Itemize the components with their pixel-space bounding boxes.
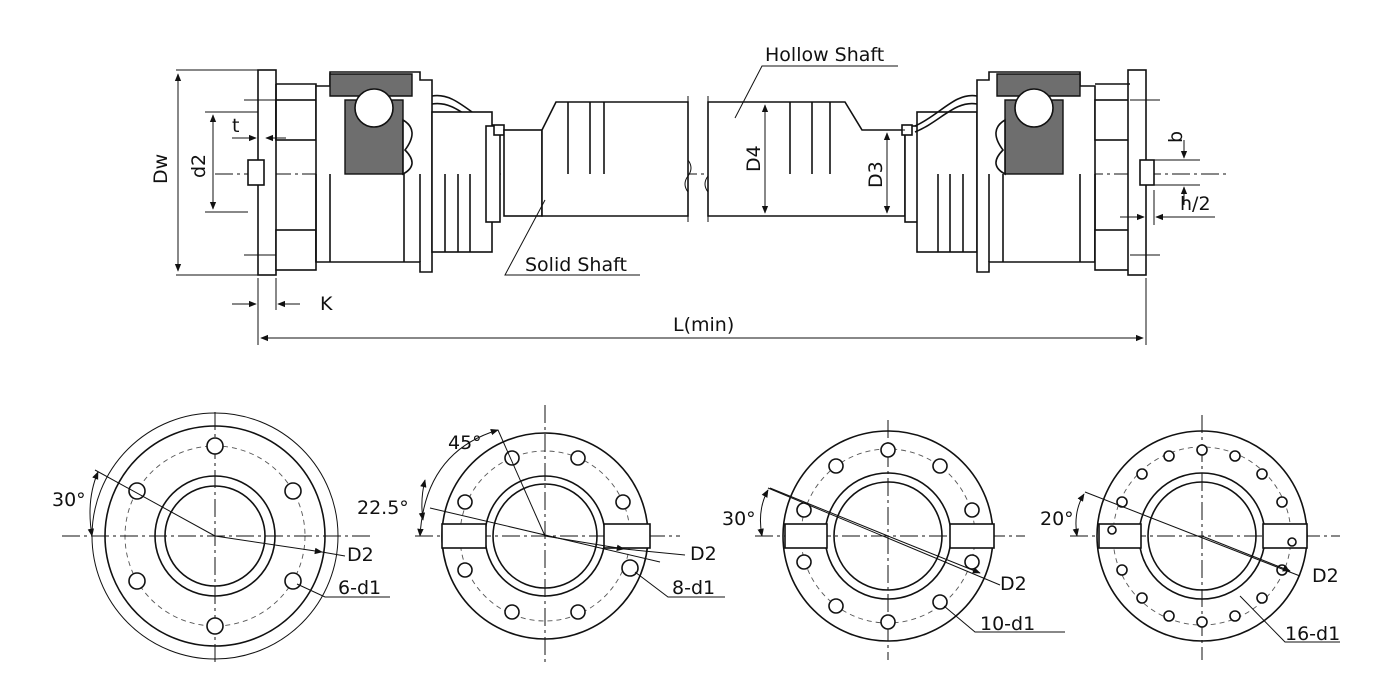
flange-2-right-key: [603, 523, 651, 549]
flange-4-right-key: [1262, 523, 1308, 549]
right-cross-bearing: [1014, 88, 1054, 128]
flange-4-left-key: [1098, 523, 1142, 549]
bolt-hole: [284, 572, 302, 590]
bolt-hole: [206, 617, 224, 635]
flange-1-diameter: D2: [347, 544, 374, 566]
flange-2-angle: 22.5°: [357, 497, 409, 519]
solid-shaft-label: Solid Shaft: [525, 254, 627, 276]
flange-2-holes: [457, 450, 639, 620]
hollow-shaft-leader: [734, 65, 898, 119]
bolt-hole: [457, 494, 473, 510]
bolt-hole: [570, 604, 586, 620]
dw-label: Dw: [150, 154, 172, 184]
shaft-diameter-dimensions: [761, 104, 905, 214]
bolt-hole: [1116, 496, 1128, 508]
flange-3-right-key: [949, 523, 995, 549]
left-yoke: [315, 71, 496, 273]
flange-1-angle: 30°: [52, 489, 86, 511]
right-key: [1139, 159, 1155, 186]
bolt-hole: [880, 442, 896, 458]
bolt-hole: [1163, 610, 1175, 622]
bolt-hole: [880, 614, 896, 630]
bolt-hole: [964, 554, 980, 570]
flange-4-diameter: D2: [1312, 565, 1339, 587]
flange-1-holes: [128, 437, 302, 635]
bolt-hole: [284, 482, 302, 500]
left-dimensions: [174, 69, 300, 345]
bolt-hole: [1229, 450, 1241, 462]
side-view: Hollow Shaft Solid Shaft Dw d2 t K L(min…: [150, 44, 1230, 345]
flange-3-holes-label: 10-d1: [980, 613, 1035, 635]
flange-3-holes: [796, 442, 980, 630]
bolt-hole: [621, 559, 639, 577]
bolt-hole: [504, 450, 520, 466]
flange-view-10-holes: 30° D2 10-d1: [722, 420, 1065, 660]
flange-4-holes-label: 16-d1: [1285, 623, 1340, 645]
bolt-hole: [206, 437, 224, 455]
bolt-hole: [1256, 592, 1268, 604]
right-yoke: [914, 71, 1096, 273]
flange-2-left-key: [441, 523, 487, 549]
solid-shaft-leader: [504, 199, 640, 276]
l-min-label: L(min): [673, 314, 734, 336]
bolt-hole: [1107, 525, 1117, 535]
right-dimensions: [1120, 140, 1215, 225]
b-label: b: [1165, 131, 1187, 143]
hollow-shaft-label: Hollow Shaft: [765, 44, 884, 66]
bolt-hole: [1136, 592, 1148, 604]
left-break-symbol: [684, 159, 692, 193]
bolt-hole: [828, 458, 844, 474]
length-dimension: [260, 278, 1147, 345]
flange-4-angle: 20°: [1040, 508, 1074, 530]
t-label: t: [232, 115, 239, 137]
left-flange: [244, 69, 317, 276]
flange-3-left-key: [784, 523, 828, 549]
left-cross-bearing: [354, 88, 394, 128]
solid-shaft: [503, 96, 689, 222]
d4-label: D4: [743, 145, 765, 172]
bolt-hole: [457, 562, 473, 578]
bolt-hole: [932, 594, 948, 610]
bolt-hole: [1287, 537, 1297, 547]
left-spline-housing: [431, 111, 505, 253]
flange-view-6-holes: 30° D2 6-d1: [52, 412, 390, 662]
flange-1-holes-label: 6-d1: [338, 577, 381, 599]
bolt-hole: [1163, 450, 1175, 462]
bolt-hole: [1256, 468, 1268, 480]
bolt-hole: [615, 494, 631, 510]
flange-view-16-holes: 20° D2 16-d1: [1040, 415, 1340, 660]
bolt-hole: [964, 502, 980, 518]
bolt-hole: [828, 598, 844, 614]
h-half-label: h/2: [1180, 193, 1211, 215]
bolt-hole: [1276, 496, 1288, 508]
hollow-shaft: [707, 96, 906, 222]
flange-2-holes-label: 8-d1: [672, 577, 715, 599]
bolt-hole: [1136, 468, 1148, 480]
bolt-hole: [1116, 564, 1128, 576]
flange-view-8-holes: 45° 22.5° D2 8-d1: [357, 405, 725, 665]
flange-2-diameter: D2: [690, 543, 717, 565]
bolt-hole: [1196, 616, 1208, 628]
right-flange: [1094, 69, 1160, 276]
bolt-hole: [504, 604, 520, 620]
bolt-hole: [796, 554, 812, 570]
bolt-hole: [932, 458, 948, 474]
bolt-hole: [1196, 444, 1208, 456]
d2-label: d2: [188, 154, 210, 178]
d3-label: D3: [865, 161, 887, 188]
left-key: [247, 159, 265, 186]
flange-3-diameter: D2: [1000, 573, 1027, 595]
bolt-hole: [128, 572, 146, 590]
flange-3-angle: 30°: [722, 508, 756, 530]
bolt-hole: [1229, 610, 1241, 622]
right-spline-housing: [901, 111, 978, 253]
bolt-hole: [570, 450, 586, 466]
k-label: K: [320, 293, 333, 315]
flange-2-outer-angle: 45°: [448, 432, 482, 454]
